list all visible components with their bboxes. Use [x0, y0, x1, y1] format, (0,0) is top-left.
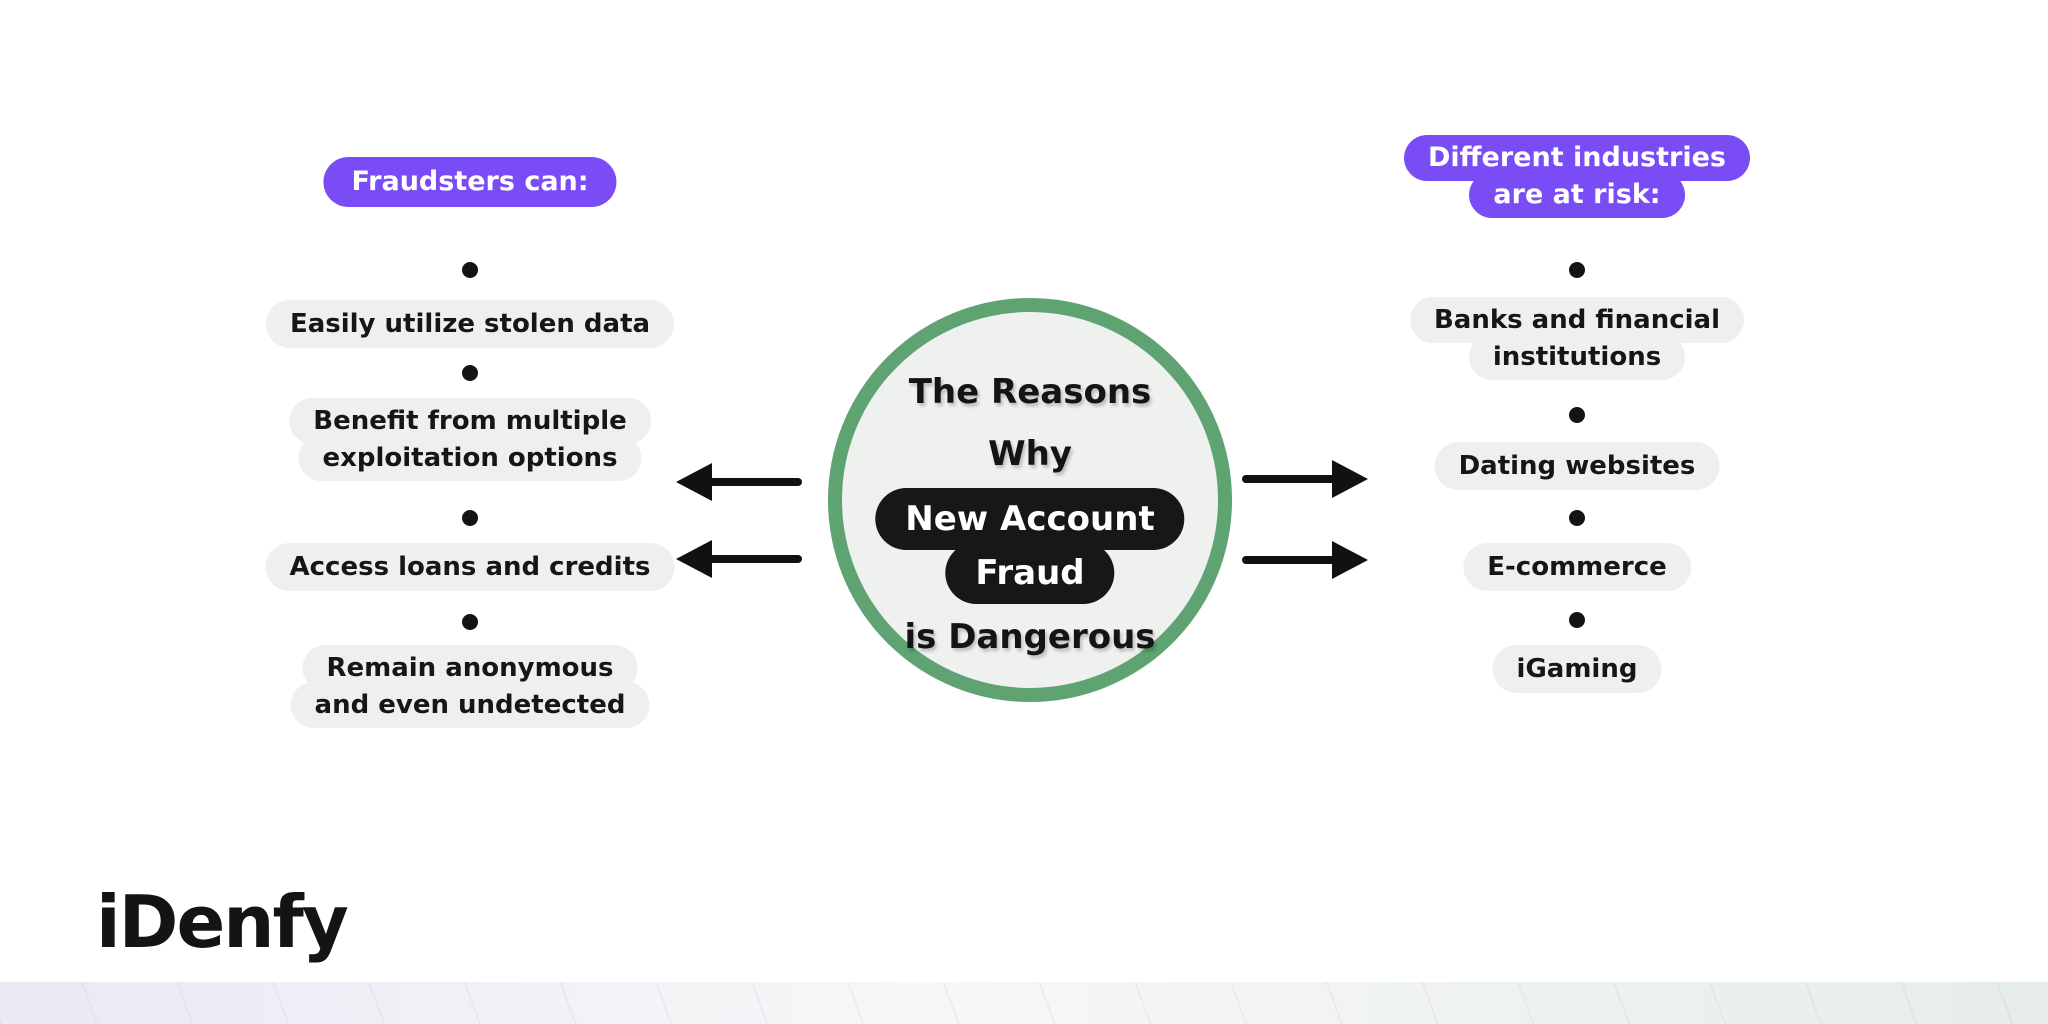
- idenfy-logo: iDenfy: [96, 880, 349, 964]
- bullet-dot: [462, 614, 478, 630]
- arrow-right-icon: [1240, 538, 1370, 582]
- arrow-left-icon: [674, 537, 804, 581]
- fraud-badge-line-1: New Account: [875, 488, 1185, 550]
- bullet-dot: [462, 262, 478, 278]
- bullet-dot: [462, 365, 478, 381]
- circle-title-line-1: The Reasons: [908, 372, 1152, 412]
- right-item-1-line-2: institutions: [1468, 334, 1686, 380]
- circle-title-line-2: Why: [988, 434, 1072, 474]
- right-item-3-label: E-commerce: [1487, 552, 1667, 582]
- arrow-left-icon: [674, 460, 804, 504]
- bullet-dot: [1569, 262, 1585, 278]
- left-header-label: Fraudsters can:: [351, 166, 589, 197]
- right-item-1-line-1: Banks and financial: [1409, 297, 1745, 343]
- left-item-1-label: Easily utilize stolen data: [289, 309, 651, 339]
- right-header-blob: Different industries are at risk:: [1404, 135, 1750, 218]
- arrow-right-icon: [1240, 457, 1370, 501]
- right-item-2: Dating websites: [1434, 442, 1720, 490]
- left-item-1: Easily utilize stolen data: [265, 300, 675, 348]
- left-item-2-line-2: exploitation options: [298, 435, 642, 481]
- bullet-dot: [1569, 510, 1585, 526]
- right-item-2-label: Dating websites: [1458, 451, 1696, 481]
- fraud-badge-line-2: Fraud: [945, 542, 1115, 604]
- left-header-pill: Fraudsters can:: [323, 157, 617, 207]
- left-item-3: Access loans and credits: [265, 543, 675, 591]
- bullet-dot: [462, 510, 478, 526]
- left-item-2: Benefit from multiple exploitation optio…: [289, 398, 651, 481]
- right-item-4: iGaming: [1492, 645, 1662, 693]
- center-circle: The Reasons Why New Account Fraud is Dan…: [828, 298, 1232, 702]
- circle-title-line-3: is Dangerous: [904, 617, 1156, 657]
- right-item-3: E-commerce: [1463, 543, 1691, 591]
- left-item-4-line-2: and even undetected: [290, 682, 650, 728]
- right-item-1: Banks and financial institutions: [1409, 297, 1745, 380]
- right-header-line-2: are at risk:: [1469, 172, 1685, 218]
- left-item-4: Remain anonymous and even undetected: [290, 645, 650, 728]
- bullet-dot: [1569, 612, 1585, 628]
- bullet-dot: [1569, 407, 1585, 423]
- right-item-4-label: iGaming: [1516, 654, 1638, 684]
- fraud-badge: New Account Fraud: [875, 488, 1185, 604]
- footer-gradient-strip: [0, 982, 2048, 1024]
- left-item-3-label: Access loans and credits: [289, 552, 651, 582]
